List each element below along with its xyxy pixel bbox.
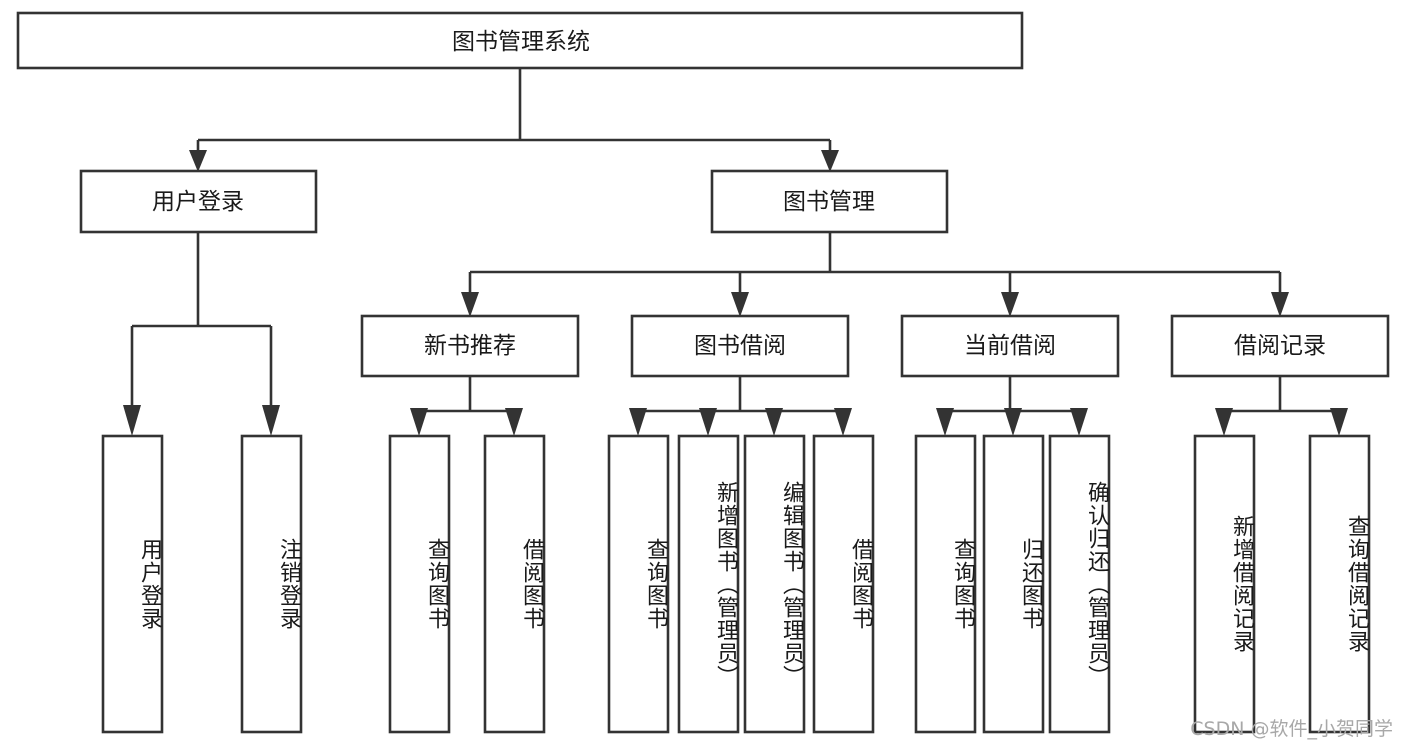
arrowhead-book-manage — [821, 150, 839, 172]
node-borrow-record[interactable]: 借阅记录 — [1170, 314, 1390, 378]
leaf-new-book-1-rect — [388, 434, 451, 734]
leaf-borrow-record-2-text-area: 查询借阅记录 — [1344, 515, 1369, 653]
leaf-user-login-2-rect — [240, 434, 303, 734]
arrowhead-current-borrow-leaf-3 — [1070, 408, 1088, 436]
node-new-book-recommend-rect — [360, 314, 580, 378]
node-borrow-record-rect — [1170, 314, 1390, 378]
leaf-book-borrow-4-rect — [812, 434, 875, 734]
leaf-user-login-1[interactable]: 用户登录 — [101, 434, 164, 734]
arrowhead-new-book-leaf-1 — [410, 408, 428, 436]
leaf-book-borrow-1[interactable]: 查询图书 — [607, 434, 670, 734]
leaf-user-login-2[interactable]: 注销登录 — [240, 434, 303, 734]
leaf-book-borrow-3-label: 编辑图书（管理员） — [779, 480, 804, 688]
leaf-new-book-2-text-area: 借阅图书 — [519, 538, 544, 630]
leaf-current-borrow-3-text-area: 确认归还（管理员） — [1084, 480, 1109, 688]
arrowhead-user-login-leaf-2 — [262, 405, 280, 436]
leaf-borrow-record-1-label: 新增借阅记录 — [1229, 515, 1254, 653]
arrowhead-borrow-record-leaf-1 — [1215, 408, 1233, 436]
arrowhead-book-borrow-leaf-4 — [834, 408, 852, 436]
leaf-current-borrow-3-label: 确认归还（管理员） — [1084, 480, 1109, 688]
node-new-book-recommend[interactable]: 新书推荐 — [360, 314, 580, 378]
leaf-current-borrow-2-rect — [982, 434, 1045, 734]
leaf-new-book-1-text-area: 查询图书 — [424, 538, 449, 630]
arrowhead-book-borrow-leaf-2 — [699, 408, 717, 436]
node-current-borrow[interactable]: 当前借阅 — [900, 314, 1120, 378]
leaf-user-login-1-text-area: 用户登录 — [137, 538, 162, 630]
leaf-book-borrow-2-label: 新增图书（管理员） — [713, 480, 738, 688]
leaf-current-borrow-2-label: 归还图书 — [1018, 538, 1043, 630]
leaf-borrow-record-1-rect — [1193, 434, 1256, 734]
leaf-book-borrow-4-label: 借阅图书 — [848, 538, 873, 630]
node-root-rect — [16, 11, 1024, 70]
leaf-current-borrow-1-text-area: 查询图书 — [950, 538, 975, 630]
leaf-new-book-2[interactable]: 借阅图书 — [483, 434, 546, 734]
leaf-current-borrow-2[interactable]: 归还图书 — [982, 434, 1045, 734]
leaf-new-book-2-label: 借阅图书 — [519, 538, 544, 630]
node-current-borrow-label: 当前借阅 — [964, 333, 1056, 359]
leaf-current-borrow-1[interactable]: 查询图书 — [914, 434, 977, 734]
leaf-book-borrow-2-rect — [677, 434, 740, 734]
leaf-current-borrow-1-label: 查询图书 — [950, 538, 975, 630]
leaf-new-book-1-label: 查询图书 — [424, 538, 449, 630]
node-root-book-management-system[interactable]: 图书管理系统 — [16, 11, 1024, 70]
node-new-book-recommend-label: 新书推荐 — [424, 333, 516, 359]
leaf-book-borrow-1-rect — [607, 434, 670, 734]
arrowhead-borrow-record-leaf-2 — [1330, 408, 1348, 436]
leaf-borrow-record-2-rect — [1308, 434, 1371, 734]
leaf-book-borrow-3[interactable]: 编辑图书（管理员） — [743, 434, 806, 734]
leaf-current-borrow-3[interactable]: 确认归还（管理员） — [1048, 434, 1111, 734]
node-user-login[interactable]: 用户登录 — [79, 169, 318, 234]
leaf-borrow-record-2-label: 查询借阅记录 — [1344, 515, 1369, 653]
leaf-book-borrow-2[interactable]: 新增图书（管理员） — [677, 434, 740, 734]
leaf-book-borrow-3-rect — [743, 434, 806, 734]
arrowhead-current-borrow-leaf-2 — [1004, 408, 1022, 436]
leaf-borrow-record-1[interactable]: 新增借阅记录 — [1193, 434, 1256, 734]
arrowhead-book-borrow — [731, 292, 749, 317]
leaf-user-login-1-rect — [101, 434, 164, 734]
leaf-current-borrow-1-rect — [914, 434, 977, 734]
node-book-borrow-rect — [630, 314, 850, 378]
leaf-new-book-2-rect — [483, 434, 546, 734]
node-borrow-record-label: 借阅记录 — [1234, 333, 1326, 359]
arrowhead-current-borrow — [1001, 292, 1019, 317]
arrowhead-user-login — [189, 150, 207, 172]
arrowhead-borrow-record — [1271, 292, 1289, 317]
arrowhead-user-login-leaf-1 — [123, 405, 141, 436]
leaf-book-borrow-1-label: 查询图书 — [643, 538, 668, 630]
leaf-book-borrow-2-text-area: 新增图书（管理员） — [713, 480, 738, 688]
leaf-new-book-1[interactable]: 查询图书 — [388, 434, 451, 734]
node-user-login-label: 用户登录 — [152, 189, 244, 215]
leaf-borrow-record-1-text-area: 新增借阅记录 — [1229, 515, 1254, 653]
node-book-management-label: 图书管理 — [783, 189, 875, 215]
arrowhead-current-borrow-leaf-1 — [936, 408, 954, 436]
leaf-borrow-record-2[interactable]: 查询借阅记录 — [1308, 434, 1371, 734]
leaf-book-borrow-1-text-area: 查询图书 — [643, 538, 668, 630]
arrowhead-book-borrow-leaf-3 — [765, 408, 783, 436]
node-current-borrow-rect — [900, 314, 1120, 378]
node-book-borrow-label: 图书借阅 — [694, 333, 786, 359]
arrowhead-book-borrow-leaf-1 — [629, 408, 647, 436]
leaf-current-borrow-2-text-area: 归还图书 — [1018, 538, 1043, 630]
leaf-book-borrow-4[interactable]: 借阅图书 — [812, 434, 875, 734]
node-book-borrow[interactable]: 图书借阅 — [630, 314, 850, 378]
leaf-user-login-2-text-area: 注销登录 — [276, 538, 301, 630]
arrowhead-new-book — [461, 292, 479, 317]
leaf-user-login-1-label: 用户登录 — [137, 538, 162, 630]
csdn-watermark: CSDN @软件_小贺同学 — [1190, 718, 1393, 740]
node-book-management[interactable]: 图书管理 — [710, 169, 949, 234]
leaf-user-login-2-label: 注销登录 — [276, 538, 301, 630]
connector-layer — [123, 68, 1348, 436]
arrowhead-new-book-leaf-2 — [505, 408, 523, 436]
leaf-book-borrow-3-text-area: 编辑图书（管理员） — [779, 480, 804, 688]
leaf-book-borrow-4-text-area: 借阅图书 — [848, 538, 873, 630]
node-user-login-rect — [79, 169, 318, 234]
node-root-label: 图书管理系统 — [452, 29, 590, 55]
leaf-current-borrow-3-rect — [1048, 434, 1111, 734]
node-book-management-rect — [710, 169, 949, 234]
